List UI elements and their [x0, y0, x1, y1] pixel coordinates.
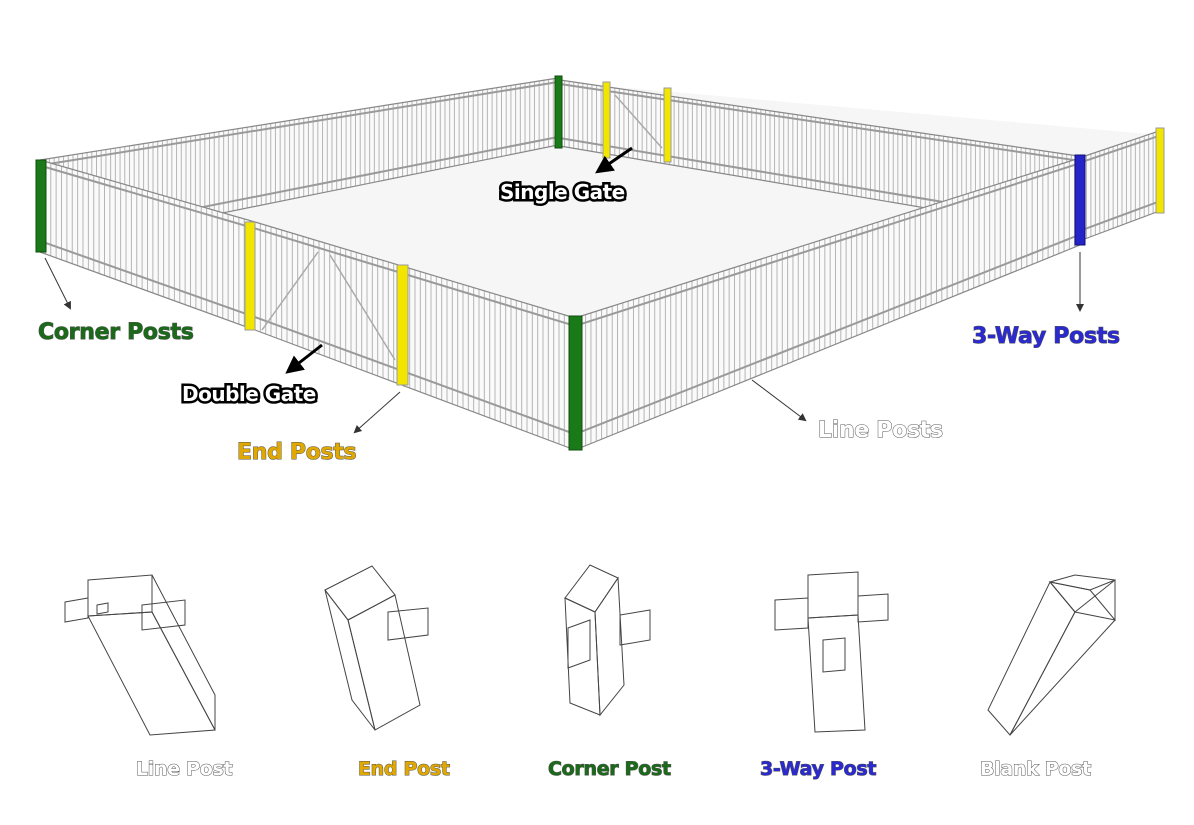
fence-rail [1081, 133, 1163, 163]
three-way-post-sketch [774, 571, 889, 733]
post-type-caption-blank: Blank Post [980, 758, 1092, 781]
fence-bottom-edge [1081, 209, 1163, 241]
three-way-posts-label: 3-Way Posts [972, 324, 1121, 350]
line-post-sketch [64, 574, 216, 736]
corner-post-back [554, 75, 563, 149]
back-right-fence [559, 79, 1086, 236]
fence-rail [254, 316, 576, 436]
end-post-single-gate-left [602, 81, 611, 159]
end-post-double-gate-right [396, 264, 409, 386]
single-gate-arrow [595, 146, 633, 174]
corner-post-left [35, 159, 47, 253]
fence-rail [254, 227, 576, 327]
fence-top-edge [574, 157, 1081, 319]
fence-rail [39, 164, 256, 230]
front-right-fence [574, 157, 1081, 451]
post-type-caption-corner: Corner Post [548, 758, 672, 781]
fence-panel [575, 158, 1080, 450]
three-way-post [1074, 154, 1086, 246]
fence-top-edge [559, 79, 1086, 158]
fence-bottom-edge [574, 244, 1081, 451]
fence-top-edge [39, 159, 256, 223]
fence-rail [39, 240, 256, 318]
line-posts-arrow [751, 379, 807, 422]
line-posts-label: Line Posts [818, 418, 944, 444]
fence-top-edge [254, 221, 576, 319]
single-gate-brace [614, 94, 663, 149]
end-post-single-gate-right [663, 87, 672, 163]
end-posts-arrow [353, 391, 401, 434]
corner-post-front [568, 315, 583, 451]
post-type-caption-end: End Post [358, 758, 451, 781]
corner-post-sketch [564, 564, 651, 717]
fence-rail [559, 82, 1086, 163]
fence-bottom-edge [254, 329, 576, 451]
blank-post-sketch [987, 574, 1117, 736]
end-post-right [1155, 127, 1165, 214]
post-type-caption-line: Line Post [135, 758, 233, 781]
double-gate-label: Double Gate [180, 380, 319, 409]
corner-posts-label: Corner Posts [38, 320, 195, 346]
end-post-double-gate-left [244, 221, 256, 331]
fence-rail [574, 162, 1081, 327]
right-fence [1081, 129, 1163, 241]
double-gate-braces [261, 251, 396, 361]
fence-panel [560, 80, 1085, 235]
single-gate-label: Single Gate [498, 178, 628, 207]
fence-bottom-edge [39, 251, 256, 331]
corner-posts-arrow [44, 257, 71, 310]
end-posts-label: End Posts [236, 440, 357, 466]
fence-rail [1081, 199, 1163, 231]
post-type-caption-three-way: 3-Way Post [759, 758, 877, 781]
end-post-sketch [324, 565, 429, 731]
fence-rail [39, 81, 559, 167]
fence-top-edge [1081, 129, 1163, 158]
fence-rail [574, 233, 1081, 436]
double-gate-arrow [285, 343, 323, 374]
fence-top-edge [39, 77, 559, 161]
